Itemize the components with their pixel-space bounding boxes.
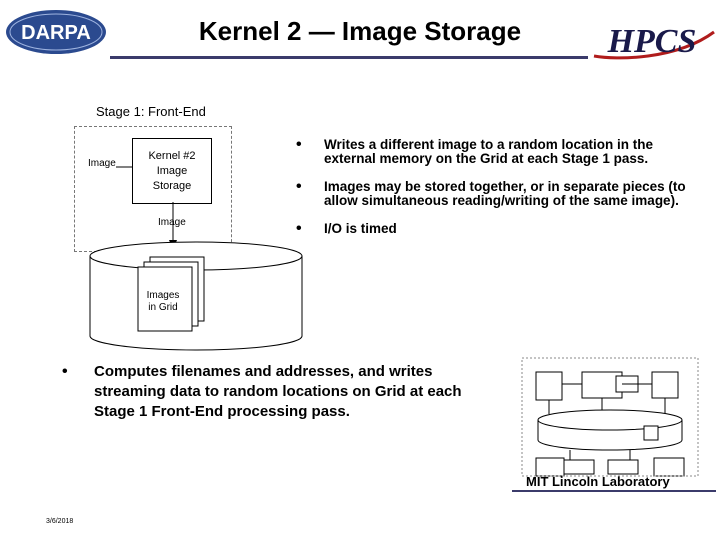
bullet-icon: • [296,220,302,237]
grid-architecture-diagram [521,357,699,477]
bullet-icon: • [62,363,68,380]
bullet-icon: • [296,178,302,195]
summary-bullet: • Computes filenames and addresses, and … [62,362,472,422]
bullet-list: • Writes a different image to a random l… [296,136,696,250]
hpcs-logo: HPCS [593,23,715,60]
slide-date: 3/6/2018 [46,518,74,525]
bullet-text: I/O is timed [324,221,397,236]
svg-text:HPCS: HPCS [607,23,697,60]
images-in-grid-label: Images in Grid [140,290,186,314]
bullet-item: • Images may be stored together, or in s… [296,178,696,208]
image-output-label: Image [158,217,186,228]
bullet-text: Writes a different image to a random loc… [324,137,654,166]
kernel-label: Kernel #2 [148,149,196,162]
bullet-item: • I/O is timed [296,220,696,237]
stage-label: Stage 1: Front-End [96,104,206,119]
title-underline [110,56,588,59]
lab-name: MIT Lincoln Laboratory [526,474,670,489]
kernel-label-image: Image [156,164,188,177]
darpa-logo: DARPA [6,10,106,54]
images-label-line1: Images [146,290,180,301]
grid-storage-cylinder [89,241,303,351]
kernel-box: Kernel #2 Image Storage [132,138,212,204]
summary-text: Computes filenames and addresses, and wr… [94,363,462,420]
bullet-text: Images may be stored together, or in sep… [324,179,686,208]
image-input-label: Image [88,158,116,169]
footer-underline [512,490,716,492]
bullet-item: • Writes a different image to a random l… [296,136,696,166]
kernel-label-storage: Storage [152,179,192,192]
slide-title: Kernel 2 — Image Storage [198,16,522,46]
svg-text:DARPA: DARPA [21,22,91,44]
bullet-icon: • [296,136,302,153]
images-label-line2: in Grid [148,302,178,313]
